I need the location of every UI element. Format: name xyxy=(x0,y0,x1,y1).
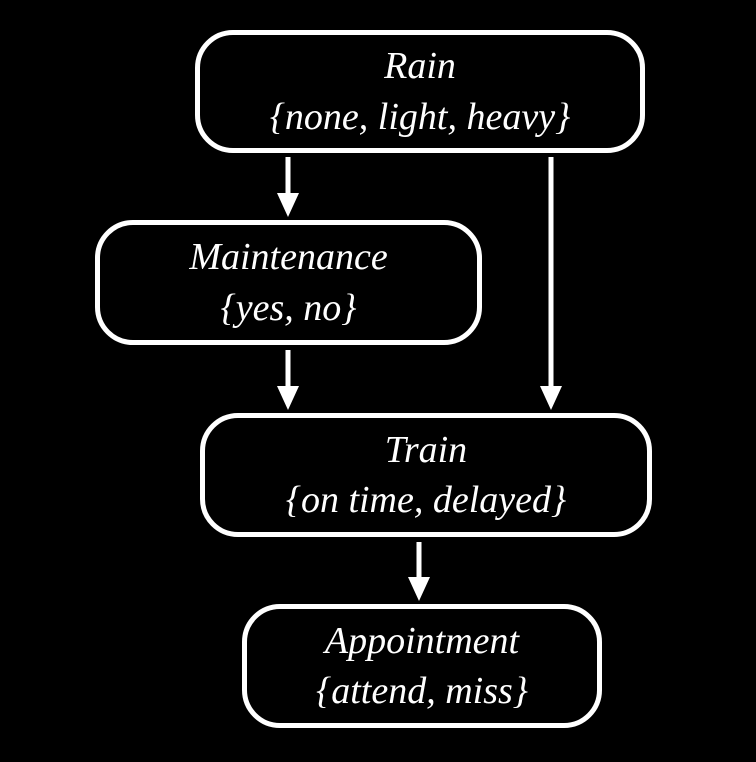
node-rain-values: {none, light, heavy} xyxy=(269,95,571,138)
node-maintenance-values: {yes, no} xyxy=(220,286,357,329)
edge-rain-to-maintenance-arrow xyxy=(277,157,299,217)
node-train-label: Train xyxy=(384,428,468,471)
node-maintenance-label: Maintenance xyxy=(189,236,388,279)
node-appointment: Appointment {attend, miss} xyxy=(242,604,602,728)
edge-train-to-appointment-arrow xyxy=(408,542,430,601)
node-appointment-label: Appointment xyxy=(324,619,520,662)
node-maintenance: Maintenance {yes, no} xyxy=(95,220,482,345)
node-appointment-values: {attend, miss} xyxy=(316,670,528,712)
edge-maintenance-to-train-arrow xyxy=(277,350,299,410)
node-train-values: {on time, delayed} xyxy=(285,479,567,521)
node-train: Train {on time, delayed} xyxy=(200,413,652,537)
node-rain-label: Rain xyxy=(384,45,456,88)
edge-rain-to-train-arrow xyxy=(540,157,562,410)
node-rain: Rain {none, light, heavy} xyxy=(195,30,645,153)
